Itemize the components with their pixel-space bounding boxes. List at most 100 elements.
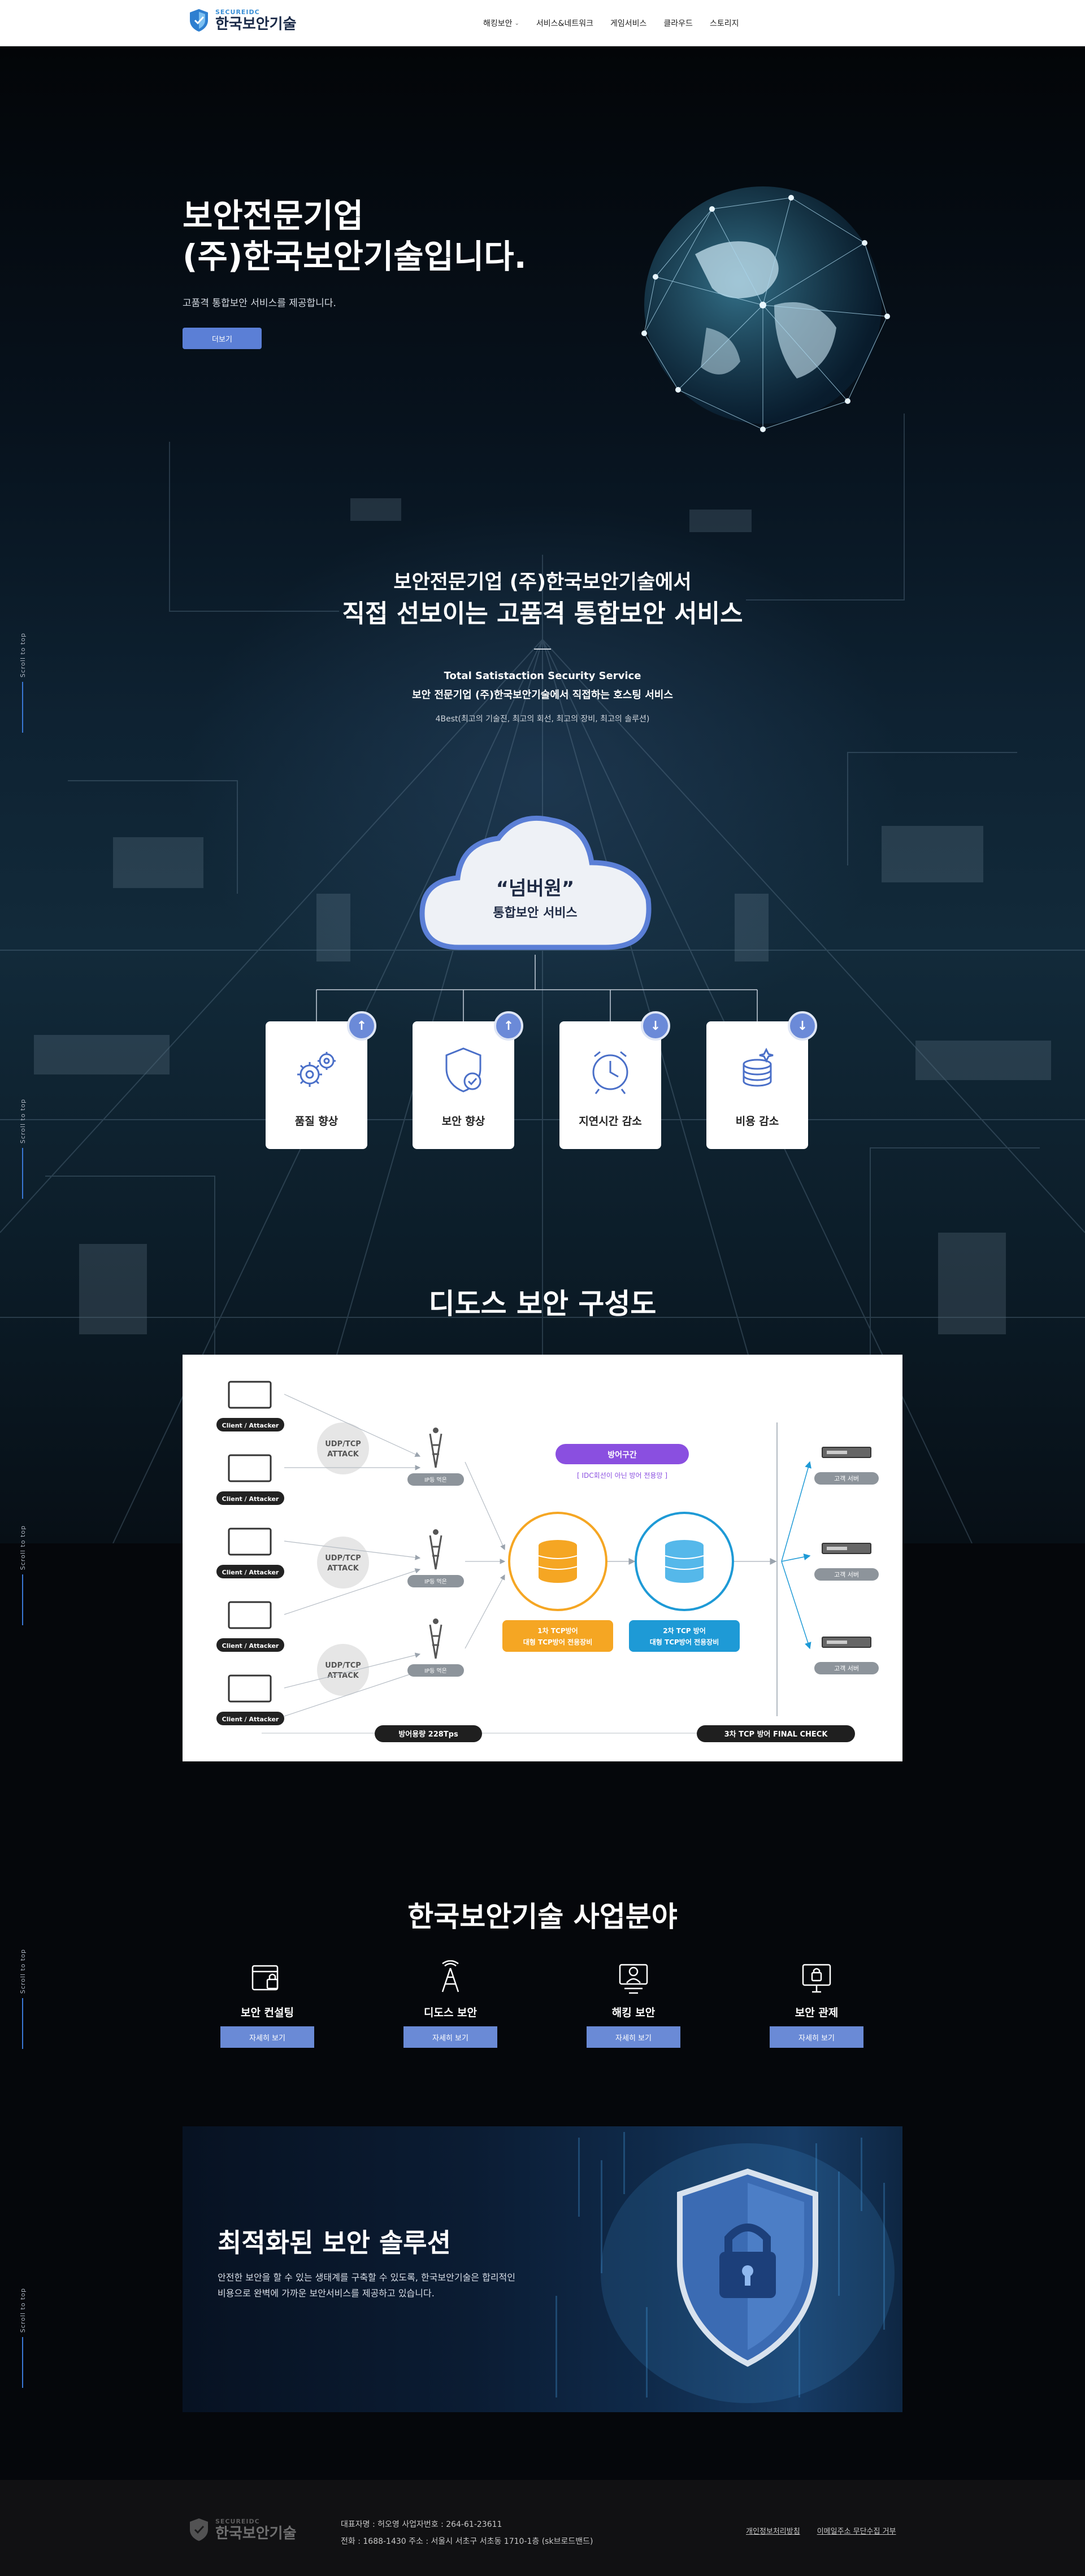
logo-big-text: 한국보안기술 bbox=[215, 15, 297, 33]
arrow-up-icon: ↑ bbox=[494, 1011, 523, 1041]
ddos-icon bbox=[441, 1960, 459, 1992]
hero-section: 보안전문기업 (주)한국보안기술입니다. 고품격 통합보안 서비스를 제공합니다… bbox=[0, 46, 1085, 1543]
details-button[interactable]: 자세히 보기 bbox=[587, 2026, 680, 2048]
ip-label: IP등 먹은 bbox=[424, 1668, 447, 1674]
nav-service-network[interactable]: 서비스&네트워크 bbox=[536, 18, 593, 29]
shield-check-icon bbox=[445, 1047, 481, 1093]
scroll-to-top-label: Scroll to top bbox=[19, 1099, 27, 1144]
nav-storage[interactable]: 스토리지 bbox=[710, 18, 739, 29]
ddos-diagram-panel: Client / Attacker Client / Attacker Clie… bbox=[183, 1355, 902, 1761]
globe-network-graphic bbox=[641, 186, 890, 432]
customer-servers: 고객 서버 고객 서버 고객 서버 bbox=[814, 1447, 879, 1674]
attack-label: UDP/TCP bbox=[325, 1440, 361, 1448]
hero-title-line2: (주)한국보안기술입니다. bbox=[183, 237, 527, 276]
scroll-line bbox=[22, 2337, 23, 2388]
stage-label: 1차 TCP방어 bbox=[537, 1626, 578, 1635]
arrow-up-icon: ↑ bbox=[347, 1011, 376, 1041]
solution-description: 안전한 보안을 할 수 있는 생태계를 구축할 수 있도록, 한국보안기술은 합… bbox=[218, 2270, 534, 2301]
nav-game-service[interactable]: 게임서비스 bbox=[610, 18, 646, 29]
capacity-label: 방어용량 228Tps bbox=[398, 1730, 458, 1739]
benefit-card-quality: 품질 향상 ↑ bbox=[266, 1011, 376, 1149]
defense-zone-badge bbox=[555, 1444, 689, 1464]
business-item-hacking: 해킹 보안 자세히 보기 bbox=[585, 1960, 682, 2048]
nav-label: 클라우드 bbox=[663, 19, 693, 28]
stage-label: 대형 TCP방어 전용장비 bbox=[650, 1638, 719, 1646]
monitor-icon bbox=[802, 1964, 831, 1993]
intro-headline: 직접 선보이는 고품격 통합보안 서비스 bbox=[342, 599, 743, 628]
attack-label: ATTACK bbox=[327, 1672, 359, 1680]
business-label: 보안 관제 bbox=[795, 2007, 839, 2019]
more-button[interactable]: 더보기 bbox=[183, 328, 262, 349]
scroll-to-top-label: Scroll to top bbox=[19, 1949, 27, 1994]
footer-logo-big: 한국보안기술 bbox=[215, 2525, 297, 2542]
attack-circles: UDP/TCP ATTACK UDP/TCP ATTACK UDP/TCP AT… bbox=[317, 1422, 369, 1696]
attack-label: UDP/TCP bbox=[325, 1554, 361, 1563]
solution-text-line: 비용으로 완벽에 가까운 보안서비스를 제공하고 있습니다. bbox=[218, 2288, 435, 2299]
attack-label: ATTACK bbox=[327, 1450, 359, 1459]
nav-label: 게임서비스 bbox=[610, 19, 647, 28]
defense-zone-sub: [ IDC회선이 아닌 방어 전용망 ] bbox=[577, 1472, 667, 1480]
server-icon: 고객 서버 bbox=[814, 1447, 879, 1485]
details-button[interactable]: 자세히 보기 bbox=[403, 2026, 497, 2048]
intro-description: 보안 전문기업 (주)한국보안기술에서 직접하는 호스팅 서비스 bbox=[412, 689, 673, 701]
scroll-to-top[interactable]: Scroll to top bbox=[17, 1099, 28, 1199]
main-nav: 해킹보안 ⌄ 서비스&네트워크 게임서비스 클라우드 스토리지 bbox=[483, 0, 739, 46]
gears-icon bbox=[297, 1052, 336, 1087]
solution-background bbox=[555, 2132, 895, 2403]
footer-logo-small: SECUREIDC bbox=[215, 2517, 260, 2525]
business-section-title: 한국보안기술 사업분야 bbox=[407, 1900, 678, 1933]
scroll-line bbox=[22, 1148, 23, 1199]
scroll-to-top-label: Scroll to top bbox=[19, 2288, 27, 2333]
nav-label: 스토리지 bbox=[709, 19, 739, 28]
shield-lock-icon bbox=[677, 2168, 818, 2367]
scroll-to-top[interactable]: Scroll to top bbox=[17, 1525, 28, 1626]
footer-logo: SECUREIDC 한국보안기술 bbox=[188, 2517, 297, 2542]
benefit-label: 비용 감소 bbox=[735, 1115, 779, 1128]
benefit-card-security: 보안 향상 ↑ bbox=[413, 1011, 523, 1149]
scroll-to-top[interactable]: Scroll to top bbox=[17, 2288, 28, 2388]
logo-small-text: SECUREIDC bbox=[215, 8, 260, 16]
antenna-tower-icon: IP등 먹은 bbox=[407, 1428, 464, 1486]
capacity-badge bbox=[375, 1725, 482, 1742]
scroll-line bbox=[22, 682, 23, 733]
business-item-consulting: 보안 컨설팅 자세히 보기 bbox=[219, 1960, 315, 2048]
server-icon: 고객 서버 bbox=[814, 1543, 879, 1581]
scroll-to-top[interactable]: Scroll to top bbox=[17, 1949, 28, 2050]
antenna-tower-icon: IP등 먹은 bbox=[407, 1529, 464, 1587]
client-label: Client / Attacker bbox=[222, 1716, 279, 1723]
client-attacker-5: Client / Attacker bbox=[216, 1674, 284, 1725]
cloud-subtitle: 통합보안 서비스 bbox=[493, 906, 578, 920]
nav-hacking-security[interactable]: 해킹보안 ⌄ bbox=[483, 18, 519, 29]
details-button[interactable]: 자세히 보기 bbox=[220, 2026, 314, 2048]
intro-4best: 4Best(최고의 기술진, 최고의 회선, 최고의 장비, 최고의 솔루션) bbox=[435, 715, 650, 724]
client-label: Client / Attacker bbox=[222, 1422, 279, 1429]
alarm-clock-icon bbox=[592, 1051, 628, 1094]
client-label: Client / Attacker bbox=[222, 1569, 279, 1576]
server-label: 고객 서버 bbox=[834, 1665, 859, 1672]
circuit-background bbox=[0, 414, 1085, 1543]
details-button[interactable]: 자세히 보기 bbox=[770, 2026, 863, 2048]
benefit-label: 지연시간 감소 bbox=[579, 1115, 642, 1128]
benefit-card-cost: 비용 감소 ↓ bbox=[706, 1011, 817, 1149]
defense-zone-label: 방어구간 bbox=[607, 1450, 637, 1460]
scroll-line bbox=[22, 1998, 23, 2050]
email-policy-link[interactable]: 이메일주소 무단수집 거부 bbox=[817, 2527, 896, 2536]
scroll-to-top[interactable]: Scroll to top bbox=[17, 633, 28, 733]
client-attacker-2: Client / Attacker bbox=[216, 1454, 284, 1505]
footer-company-info: 대표자명 : 허오영 사업자번호 : 264-61-23611 bbox=[341, 2520, 502, 2529]
server-label: 고객 서버 bbox=[834, 1475, 859, 1482]
hero-subtitle: 고품격 통합보안 서비스를 제공합니다. bbox=[183, 298, 336, 309]
business-item-ddos: 디도스 보안 자세히 보기 bbox=[402, 1960, 498, 2048]
site-footer: SECUREIDC 한국보안기술 대표자명 : 허오영 사업자번호 : 264-… bbox=[0, 2480, 1085, 2576]
business-item-monitoring: 보안 관제 자세히 보기 bbox=[769, 1960, 865, 2048]
scroll-to-top-label: Scroll to top bbox=[19, 633, 27, 678]
shield-logo-icon bbox=[190, 9, 208, 32]
final-check-label: 3차 TCP 방어 FINAL CHECK bbox=[724, 1730, 828, 1739]
ddos-diagram: Client / Attacker Client / Attacker Clie… bbox=[216, 1381, 879, 1742]
nav-cloud[interactable]: 클라우드 bbox=[663, 18, 693, 29]
hero-title: 보안전문기업 (주)한국보안기술입니다. bbox=[183, 195, 527, 277]
privacy-policy-link[interactable]: 개인정보처리방침 bbox=[746, 2527, 800, 2536]
coins-icon bbox=[743, 1047, 774, 1087]
solution-text-line: 안전한 보안을 할 수 있는 생태계를 구축할 수 있도록, 한국보안기술은 합… bbox=[218, 2272, 515, 2283]
site-logo[interactable]: SECUREIDC 한국보안기술 bbox=[188, 8, 297, 33]
